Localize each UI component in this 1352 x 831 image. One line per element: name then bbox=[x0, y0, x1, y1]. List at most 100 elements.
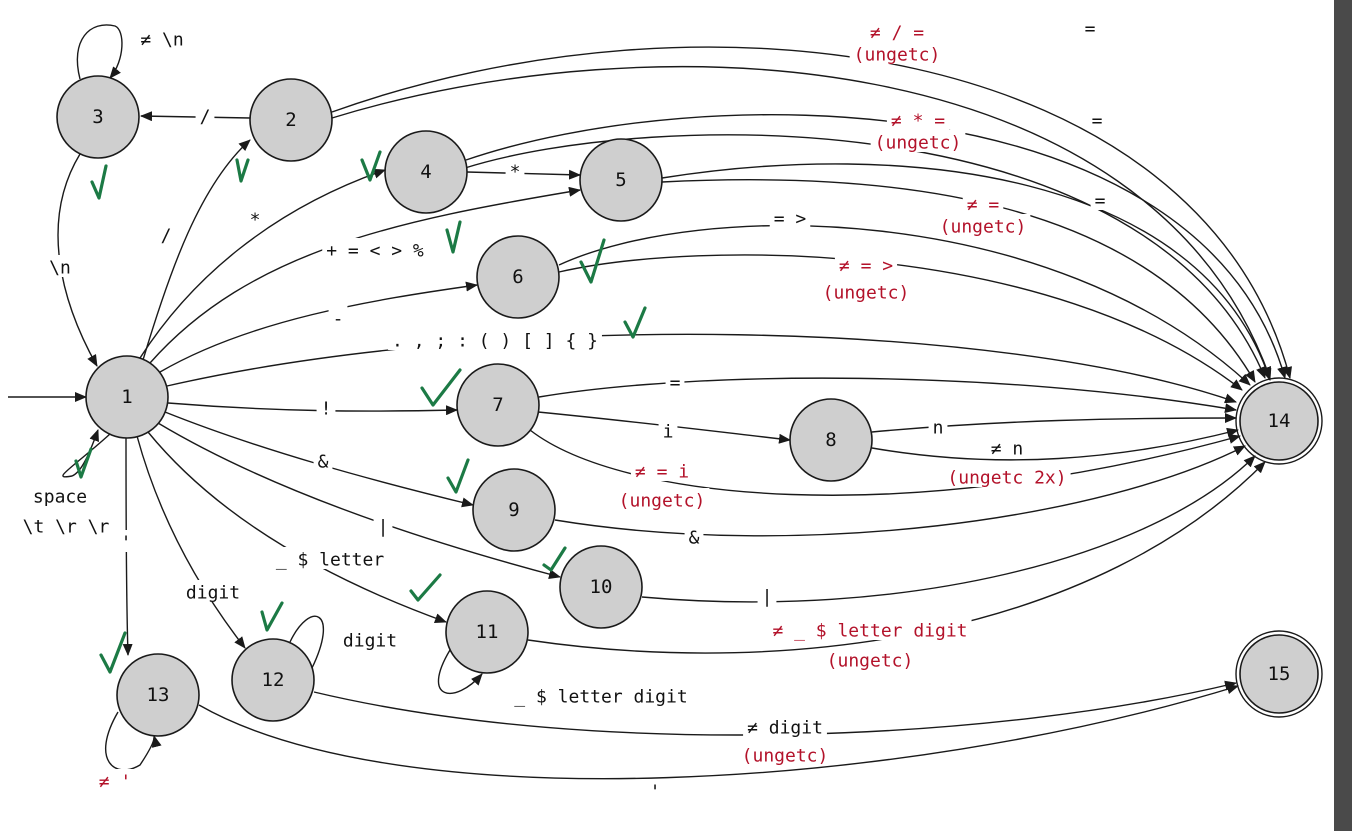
transition-label: - bbox=[333, 309, 344, 330]
accepting-ring bbox=[1235, 377, 1323, 465]
label-background bbox=[245, 207, 265, 229]
transition-label: _ $ letter digit bbox=[514, 687, 687, 708]
label-background bbox=[665, 370, 685, 392]
transition-label: (ungetc 2x) bbox=[947, 468, 1066, 489]
label-background bbox=[870, 130, 966, 152]
transition-e9_14 bbox=[554, 445, 1246, 537]
state-node: 13 bbox=[116, 653, 200, 737]
label-background bbox=[943, 465, 1071, 487]
label-background bbox=[986, 436, 1028, 458]
transition-label: ≠ _ $ letter digit bbox=[772, 621, 967, 642]
transition-e1_12 bbox=[136, 435, 246, 649]
label-background bbox=[328, 306, 348, 328]
transition-label: n bbox=[933, 418, 944, 439]
transition-e6_14eq bbox=[558, 224, 1251, 386]
state-label: 6 bbox=[512, 266, 523, 288]
state-node: 6 bbox=[476, 235, 560, 319]
label-background bbox=[316, 396, 336, 418]
transition-label: & bbox=[318, 452, 329, 473]
label-background bbox=[322, 238, 428, 260]
label-background bbox=[271, 547, 389, 569]
label-background bbox=[136, 27, 188, 49]
transition-label: (ungetc) bbox=[854, 45, 941, 66]
state-node: 2 bbox=[249, 78, 333, 162]
transition-e8_14ne bbox=[871, 427, 1239, 461]
transition-label: . , ; : ( ) [ ] { } bbox=[392, 331, 598, 352]
check-mark-icon bbox=[542, 546, 567, 572]
state-label: 11 bbox=[476, 621, 499, 643]
transition-label: space bbox=[33, 487, 87, 508]
transition-label: \t \r \r bbox=[23, 517, 110, 538]
label-background bbox=[373, 514, 393, 536]
transition-label: = bbox=[1085, 19, 1096, 40]
transition-e1_2 bbox=[142, 139, 251, 361]
label-background bbox=[658, 419, 678, 441]
state-node: 7 bbox=[456, 363, 540, 447]
transition-label: | bbox=[378, 517, 389, 538]
transition-e5_14eq bbox=[661, 163, 1272, 381]
label-background bbox=[769, 206, 811, 228]
label-background bbox=[645, 779, 665, 801]
label-background bbox=[195, 104, 215, 126]
state-label: 15 bbox=[1268, 663, 1291, 685]
transition-e7_14ne bbox=[529, 429, 1241, 496]
label-background bbox=[757, 584, 777, 606]
state-circle bbox=[1239, 634, 1319, 714]
transition-label: (ungetc) bbox=[875, 133, 962, 154]
transition-label: \n bbox=[49, 258, 71, 279]
label-background bbox=[1080, 16, 1100, 38]
check-mark-icon bbox=[360, 150, 382, 182]
check-mark-icon bbox=[260, 601, 284, 632]
label-background bbox=[614, 488, 710, 510]
transition-label: digit bbox=[343, 631, 397, 652]
transition-e8_14n bbox=[871, 413, 1237, 433]
state-label: 13 bbox=[147, 684, 170, 706]
transition-e13_15 bbox=[198, 684, 1239, 780]
state-circle bbox=[249, 78, 333, 162]
transition-label: digit bbox=[186, 583, 240, 604]
state-node: 8 bbox=[789, 398, 873, 482]
transition-e2_3 bbox=[140, 111, 251, 122]
transition-label: & bbox=[689, 528, 700, 549]
state-node: 10 bbox=[559, 545, 643, 629]
state-circle bbox=[56, 75, 140, 159]
label-background bbox=[338, 628, 402, 650]
state-node: 1 bbox=[85, 355, 169, 439]
label-background bbox=[116, 530, 136, 552]
transition-label: | bbox=[762, 587, 773, 608]
label-background bbox=[1087, 108, 1107, 130]
label-background bbox=[743, 715, 827, 737]
check-mark-icon bbox=[420, 368, 462, 407]
state-node: 15 bbox=[1235, 630, 1323, 718]
label-background bbox=[935, 214, 1031, 236]
transition-label: ≠ n bbox=[991, 439, 1024, 460]
transition-label: ' bbox=[650, 782, 661, 803]
label-background bbox=[388, 328, 602, 350]
transition-label: + = < > % bbox=[326, 241, 424, 262]
label-background bbox=[156, 223, 176, 245]
label-background bbox=[865, 20, 929, 42]
check-mark-icon bbox=[623, 306, 647, 339]
transition-label: ≠ ' bbox=[99, 772, 132, 793]
transition-e1_14p bbox=[166, 333, 1237, 404]
label-background bbox=[1090, 188, 1110, 210]
check-mark-icon bbox=[579, 238, 606, 284]
state-label: 14 bbox=[1268, 410, 1291, 432]
label-background bbox=[684, 525, 704, 547]
transition-label: (ungetc) bbox=[619, 491, 706, 512]
transition-label: (ungetc) bbox=[742, 746, 829, 767]
transition-e3_3 bbox=[76, 24, 123, 80]
label-background bbox=[181, 580, 245, 602]
check-mark-icon bbox=[409, 573, 442, 602]
state-label: 12 bbox=[262, 669, 285, 691]
transition-label: / bbox=[200, 107, 211, 128]
state-node: 14 bbox=[1235, 377, 1323, 465]
transition-label: i bbox=[663, 422, 674, 443]
label-background bbox=[834, 253, 898, 275]
state-circle bbox=[579, 138, 663, 222]
check-mark-icon bbox=[99, 631, 127, 674]
label-background bbox=[28, 484, 92, 506]
transition-label: ≠ = > bbox=[839, 256, 893, 277]
transition-label: ≠ = bbox=[967, 195, 1000, 216]
